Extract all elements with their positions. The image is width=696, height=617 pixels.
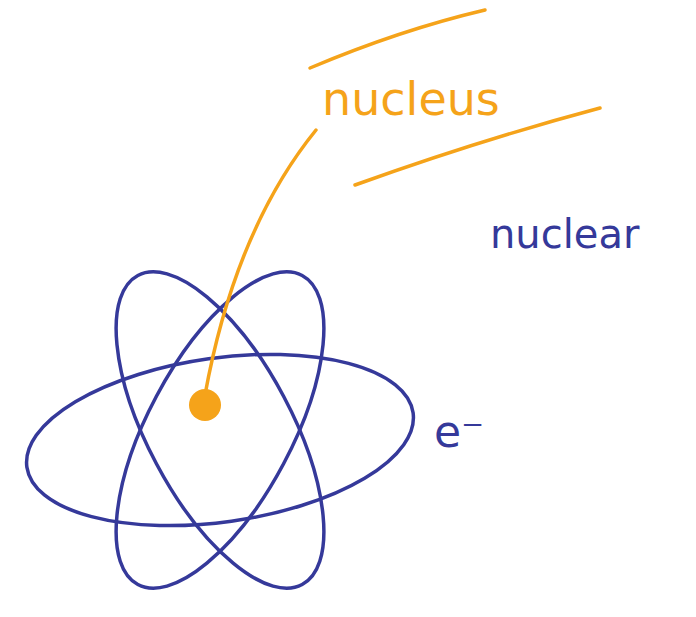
electron-orbit [15, 332, 424, 549]
nucleus-label: nucleus [322, 74, 500, 125]
underline-stroke [310, 10, 485, 68]
electron-orbit [74, 242, 365, 617]
electron-orbit [74, 242, 365, 617]
nuclear-label: nuclear [490, 212, 639, 256]
leader-line [205, 130, 316, 395]
nucleus-dot [189, 389, 221, 421]
electron-label: e⁻ [434, 408, 484, 456]
